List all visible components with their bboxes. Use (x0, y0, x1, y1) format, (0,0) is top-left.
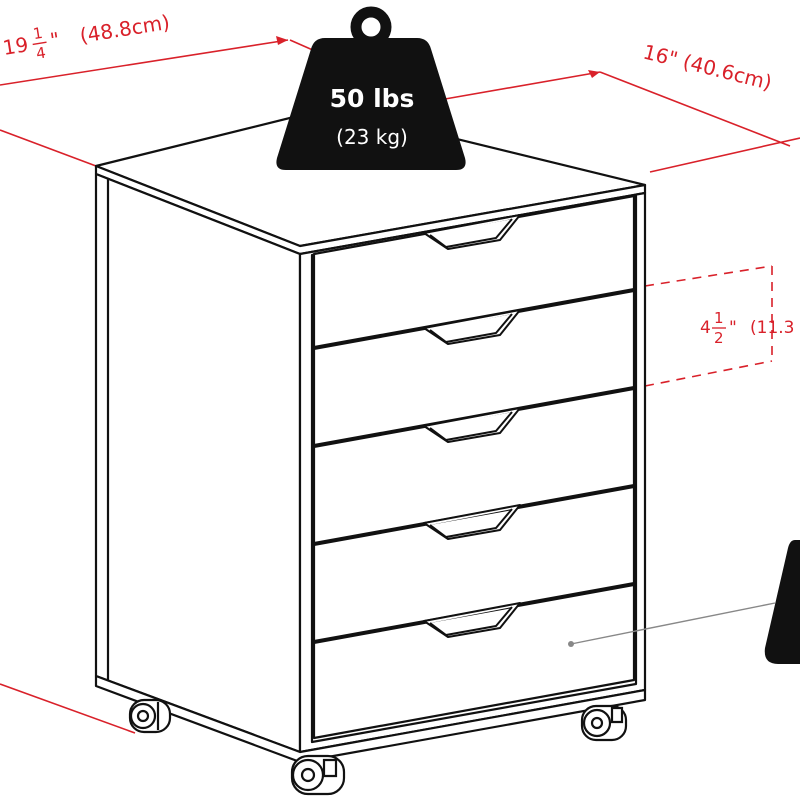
depth-extension-line-right (649, 137, 800, 173)
width-dimension-line (0, 39, 289, 86)
handle-3 (423, 407, 521, 443)
drawer-height-metric: (11.3 (750, 318, 794, 338)
bottom-left-dimension-line (0, 683, 136, 734)
casters (128, 698, 628, 796)
width-metric: (48.8cm) (78, 10, 171, 48)
weight-body (276, 38, 466, 170)
drawer-height-fraction-den: 2 (714, 329, 724, 347)
leader-line (568, 602, 776, 647)
width-whole: 19 (1, 32, 30, 60)
width-fraction-bar (32, 41, 47, 46)
width-unit: " (48, 27, 61, 52)
depth-extension-line-left (444, 71, 601, 100)
handle-1 (423, 214, 521, 250)
depth-dimension-line (599, 71, 791, 147)
caster-front-left (290, 754, 346, 796)
feature-badge-partial (764, 540, 800, 664)
handle-2 (423, 309, 521, 345)
weight-imperial: 50 lbs (330, 84, 415, 113)
weight-icon: 50 lbs (23 kg) (276, 6, 466, 170)
handle-5 (423, 602, 521, 638)
left-extension-line (0, 129, 97, 167)
drawer-height-bottom-line (644, 360, 773, 387)
weight-metric: (23 kg) (336, 125, 408, 149)
drawer-height-dimension (644, 265, 773, 387)
width-fraction-den: 4 (35, 44, 47, 63)
drawers (312, 194, 636, 740)
depth-arrow-head-left (588, 70, 600, 78)
dimension-lines (0, 36, 800, 734)
width-label: 19 1 4 " (48.8cm) (1, 10, 171, 63)
drawer-height-label: 4 1 2 " (11.3 (700, 309, 794, 347)
width-arrow-head (276, 36, 288, 45)
cabinet-left-side (94, 172, 302, 754)
drawer-height-fraction-num: 1 (714, 309, 724, 327)
drawer-height-unit: " (729, 318, 737, 338)
drawer-height-whole: 4 (700, 318, 711, 338)
handle-4 (423, 504, 521, 540)
drawer-handles (423, 214, 521, 638)
cabinet-bottom (94, 674, 647, 764)
drawer-height-top-line (644, 265, 773, 287)
width-fraction-num: 1 (32, 24, 44, 43)
depth-label: 16" (40.6cm) (641, 40, 775, 95)
caster-back-left (128, 698, 172, 734)
weight-hook (350, 6, 392, 48)
caster-back-right (580, 704, 628, 742)
